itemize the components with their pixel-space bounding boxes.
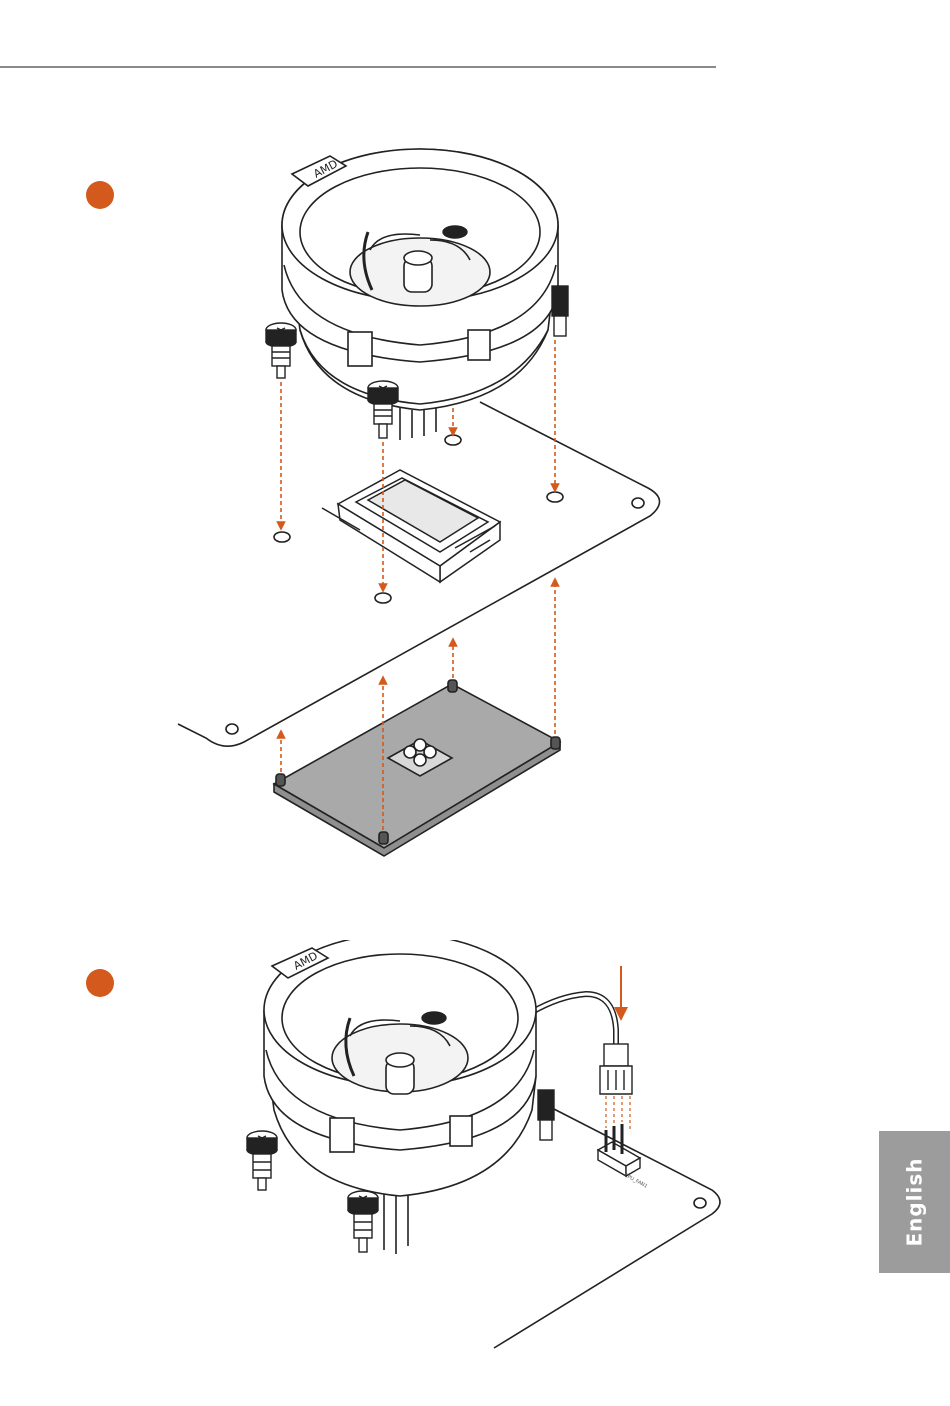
backplate-standoff bbox=[379, 832, 388, 844]
mount-hole bbox=[375, 593, 391, 603]
fan-cable bbox=[532, 994, 616, 1046]
cable-alignment-lines bbox=[606, 1096, 630, 1130]
mounting-screw bbox=[348, 1191, 378, 1252]
stock-cooler: AMD bbox=[282, 149, 558, 440]
stock-cooler: AMD bbox=[264, 940, 536, 1254]
mount-hole bbox=[445, 435, 461, 445]
fan-connector bbox=[600, 1044, 632, 1094]
mounting-screw bbox=[247, 1131, 277, 1190]
board-hole bbox=[632, 498, 644, 508]
mounting-screw bbox=[443, 226, 467, 238]
mounting-screw bbox=[552, 286, 568, 336]
mounting-screw bbox=[368, 381, 398, 438]
language-tab-label: English bbox=[903, 1157, 927, 1246]
cooler-install-diagram: AMD bbox=[0, 0, 950, 880]
fan-cable-diagram: CPU_FAN1 AMD bbox=[0, 940, 870, 1360]
cpu-socket bbox=[322, 470, 500, 582]
board-hole bbox=[226, 724, 238, 734]
motherboard bbox=[178, 402, 660, 746]
backplate-standoff bbox=[551, 737, 560, 749]
mount-hole bbox=[274, 532, 290, 542]
backplate-standoff bbox=[276, 774, 285, 786]
mount-hole bbox=[547, 492, 563, 502]
header-silkscreen: CPU_FAN1 bbox=[623, 1172, 648, 1189]
language-tab: English bbox=[879, 1131, 950, 1273]
board-hole bbox=[694, 1198, 706, 1208]
mounting-screw bbox=[266, 323, 296, 378]
mounting-screw bbox=[538, 1090, 554, 1140]
mounting-screw bbox=[422, 1012, 446, 1024]
backplate-standoff bbox=[448, 680, 457, 692]
backplate bbox=[274, 680, 560, 856]
cpu-fan-header: CPU_FAN1 bbox=[598, 1124, 648, 1190]
